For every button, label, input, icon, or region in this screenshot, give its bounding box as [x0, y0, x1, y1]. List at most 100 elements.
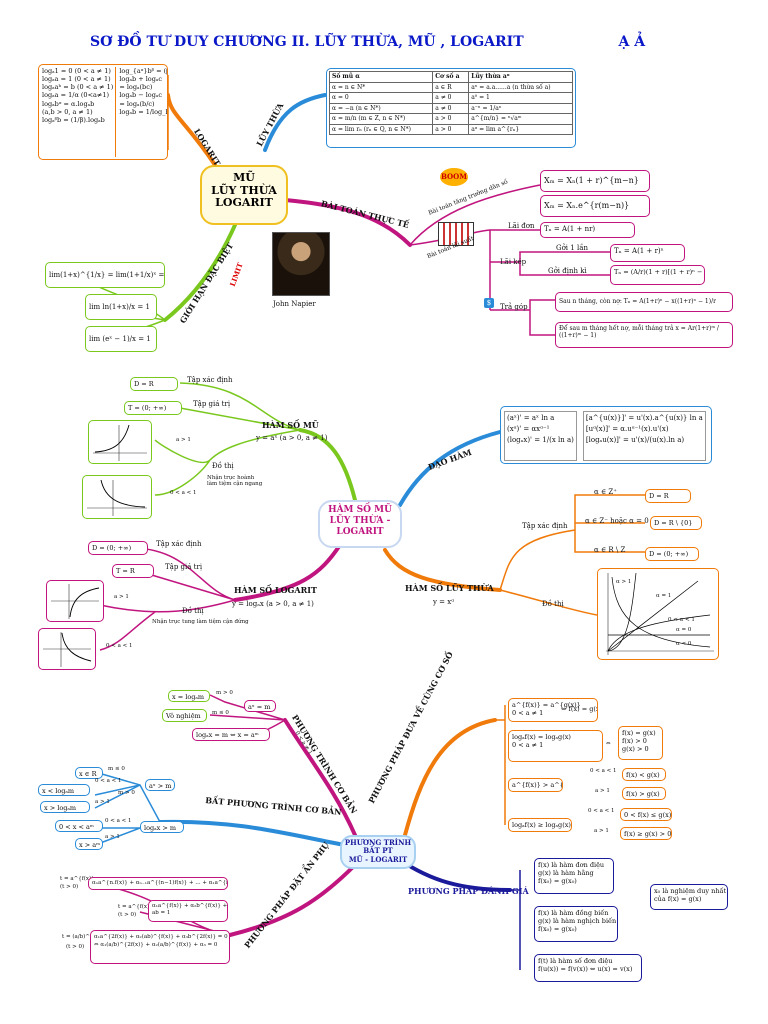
dollar-icon: $ — [484, 298, 494, 308]
hslt-formula: y = xᵅ — [433, 598, 455, 606]
ccs-text: ⇔ f(x) = g(x) — [561, 705, 597, 713]
ccs-iff: ⇔ — [606, 741, 611, 747]
boom-badge: BOOM — [440, 168, 468, 186]
hslog-note: Nhận trục tung làm tiệm cận đứng — [152, 619, 249, 625]
ptcb-ax-eq-m: aˣ = m — [244, 700, 276, 712]
table-cell: α = −n (n ∈ N*) — [328, 102, 434, 114]
power-functions-plot — [606, 572, 714, 655]
bpt-item: 0 < x < aᵐ — [55, 820, 103, 832]
table-cell: a ≠ 0 — [432, 102, 470, 114]
hslog-txd-label: Tập xác định — [156, 540, 202, 548]
limit-box-3: lim (eˣ − 1)/x = 1 — [85, 326, 157, 352]
hslt-domain-1: D = R — [645, 489, 691, 503]
table-cell: a ∈ R — [432, 81, 470, 93]
hslt-graph: α > 1 α = 1 0 < α < 1 α = 0 α < 0 — [597, 568, 719, 660]
dg-text: f(x₀) = g(x₀) — [538, 925, 577, 934]
log-rule2-5: logₐb = 1/log_b a — [119, 107, 168, 116]
bank-icon — [438, 222, 474, 246]
dg-text: f(x) là hàm đồng biến — [538, 909, 609, 917]
hslog-tgt-label: Tập giá trị — [165, 563, 203, 571]
hslt-domain-2: D = R \ {0} — [650, 516, 702, 530]
table-cell: α = 0 — [328, 92, 434, 104]
log-rule-2: logₐaᵇ = b (0 < a ≠ 1) — [42, 83, 114, 92]
table-header: Cơ số a — [432, 71, 470, 83]
hsmu-graph-a-gt-1 — [88, 420, 152, 464]
bpt-item: x > logₐm — [40, 801, 90, 813]
ccs-box-2: logₐf(x) = logₐg(x) 0 < a ≠ 1 — [508, 730, 603, 762]
hslog-a-lt-1: 0 < a < 1 — [106, 643, 133, 649]
bpt-item: m > 0 — [118, 790, 135, 796]
ccs-text: a > 1 — [595, 788, 610, 794]
title-tail: Ạ Ả — [618, 34, 646, 50]
dg-text: f(x) là hàm đơn điệu — [538, 861, 605, 869]
table-cell: α = m/n (m ∈ Z, n ∈ N*) — [328, 113, 434, 125]
hsmu-txd-box: D = R — [130, 377, 178, 391]
goi-dinh-ki-formula: Tₙ = (A/r)(1 + r)[(1 + r)ⁿ − 1] — [610, 265, 705, 285]
ptcb-log-eq: logₐx = m ⇔ x = aᵐ — [192, 728, 270, 741]
dap-item: (t > 0) — [60, 884, 79, 890]
table-cell: a ≠ 0 — [432, 92, 470, 104]
tra-gop-formula-2: Để sau m tháng hết nợ, mỗi tháng trả x =… — [555, 322, 733, 348]
dap-cond: ab = 1 — [152, 909, 171, 916]
table-header: Số mũ α — [328, 71, 434, 83]
bpt-item: 0 < a < 1 — [95, 778, 122, 784]
dap-box-2: α₁a^{f(x)} + α₂b^{f(x)} + α₃ = 0 ab = 1 — [148, 900, 228, 922]
hslog-graph-a-lt-1 — [38, 628, 96, 670]
graph-label: α > 1 — [616, 579, 632, 585]
deriv-formula: [logₐu(x)]' = u'(x)/(u(x).ln a) — [585, 436, 685, 445]
branch-label-hslog: HÀM SỐ LOGARIT — [234, 585, 317, 595]
dg-text: g(x) là hàm nghịch biến — [538, 917, 617, 926]
exp-decreasing-plot — [87, 479, 147, 516]
bpt-item: a > 1 — [95, 799, 110, 805]
bpt-item: x > aᵐ — [75, 838, 103, 850]
table-header: Lũy thừa aᵅ — [468, 71, 573, 83]
map2-center: HÀM SỐ MŨ LŨY THỪA - LOGARIT — [318, 500, 402, 548]
ccs-text: a^{f(x)} = a^{g(x)} — [512, 701, 581, 709]
dap-item: (t > 0) — [66, 944, 85, 950]
bpt-item: logₐx > m — [140, 821, 184, 833]
ccs-box-7: logₐf(x) ≥ logₐg(x) — [508, 818, 572, 832]
dg-text: của f(x) = g(x) — [654, 895, 702, 904]
map1-center: MŨ LŨY THỪA LOGARIT — [200, 165, 288, 225]
log-increasing-plot — [51, 584, 100, 619]
ptcb-vo-nghiem: Vô nghiệm — [162, 709, 207, 722]
graph-label: α = 0 — [676, 627, 692, 633]
graph-label: α < 0 — [676, 641, 692, 647]
hsmu-txd-label: Tập xác định — [187, 376, 233, 384]
ccs-text: 0 < a ≠ 1 — [512, 741, 544, 750]
log-rule-1: logₐa = 1 (0 < a ≠ 1) — [42, 75, 111, 84]
log-rule2-3: logₐb − logₐc — [119, 91, 163, 100]
branch-label-hsmu: HÀM SỐ MŨ — [262, 420, 319, 430]
ccs-text: 0 < a < 1 — [590, 768, 617, 774]
lai-don-formula: Tₙ = A(1 + nr) — [540, 222, 635, 238]
hsmu-graph-a-lt-1 — [82, 475, 152, 519]
goi-1-lan-formula: Tₙ = A(1 + r)ⁿ — [610, 244, 685, 262]
ccs-text: 0 < a < 1 — [588, 808, 615, 814]
hslt-case-2: α ∈ Z⁻ hoặc α = 0 — [585, 517, 649, 525]
dap-item: (t > 0) — [118, 912, 137, 918]
hslt-case-3: α ∈ R \ Z — [594, 546, 626, 554]
dg-text: g(x) là hàm hằng — [538, 869, 594, 878]
portrait-caption: John Napier — [273, 300, 316, 308]
ccs-text: logₐf(x) = logₐg(x) — [512, 733, 571, 741]
dg-box-2: f(x) là hàm đồng biến g(x) là hàm nghịch… — [534, 906, 618, 942]
branch-logarit-line — [166, 93, 217, 167]
bpt-item: 0 < a < 1 — [105, 818, 132, 824]
portrait-image — [272, 232, 330, 296]
branch-baitoan-line — [283, 198, 412, 247]
lai-kep-label: Lãi kép — [500, 258, 527, 266]
dg-box-3: f(t) là hàm số đơn điệu f(u(x)) = f(v(x)… — [534, 954, 642, 982]
bpt-item: x < logₐm — [38, 784, 90, 796]
hsmu-note: Nhận trục hoành làm tiệm cận ngang — [207, 475, 263, 488]
dap-item: t = (a/b)^{f(x)} — [62, 934, 107, 940]
hslog-graph-a-gt-1 — [46, 580, 104, 622]
dap-eq: α₁a^{2f(x)} + α₂(ab)^{f(x)} + α₃b^{2f(x)… — [94, 934, 228, 940]
title-text: SƠ ĐỒ TƯ DUY CHƯƠNG II. LŨY THỪA, MŨ , L… — [90, 34, 524, 50]
deriv-formula: (aˣ)' = aˣ ln a — [507, 414, 555, 422]
deriv-formula: (logₐx)' = 1/(x ln a) — [507, 436, 574, 445]
